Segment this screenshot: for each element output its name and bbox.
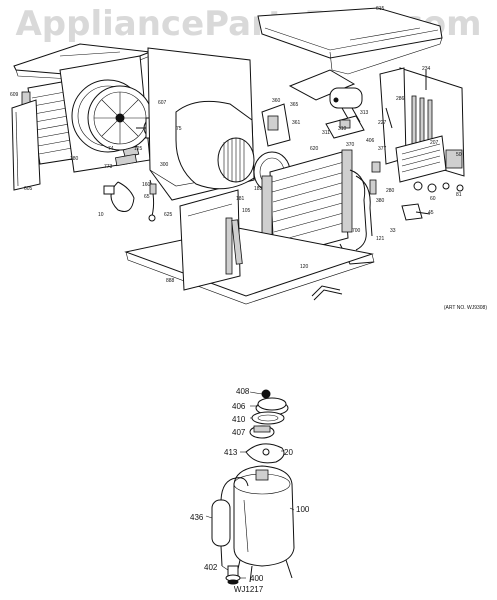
callout-310: 310 [338,126,347,132]
callout-234: 234 [422,66,431,72]
callout-33: 33 [390,228,396,234]
suction-accumulator[interactable] [211,477,249,567]
callout-10: 10 [98,212,104,218]
capacitor[interactable] [288,69,363,123]
callout-380: 380 [376,198,385,204]
callout-370: 370 [346,142,355,148]
callout-607: 607 [158,100,167,106]
callout-300: 300 [160,162,169,168]
callout-20: 20 [284,448,293,457]
compressor[interactable] [233,465,295,583]
callout-207: 207 [430,140,439,146]
base-rail[interactable] [311,285,343,301]
callout-413: 413 [224,448,238,457]
selector-switch[interactable] [395,135,463,183]
callout-100: 100 [296,505,310,514]
callout-406: 406 [232,402,246,411]
callout-377: 377 [378,146,387,152]
callout-615: 615 [376,6,385,12]
control-bracket[interactable] [261,103,291,147]
blower-housing[interactable] [175,100,255,190]
callout-361: 361 [292,120,301,126]
callout-365: 365 [290,102,299,108]
figure-code: WJ1217 [233,585,264,594]
callout-625: 625 [164,212,173,218]
callout-407: 407 [232,428,246,437]
terminal-clip[interactable] [245,443,285,464]
callout-65: 65 [144,194,150,200]
callout-280: 280 [386,188,395,194]
side-panel[interactable] [11,99,41,191]
callout-408: 408 [236,387,250,396]
callout-60: 60 [430,196,436,202]
callout-160: 160 [142,182,151,188]
terminal-cap-screw[interactable] [261,389,271,399]
evaporator-coil[interactable] [261,149,353,259]
callout-120: 120 [300,264,309,270]
callout-125: 125 [134,146,143,152]
switch-bracket[interactable] [325,115,365,139]
callout-360: 360 [272,98,281,104]
callout-180: 180 [70,156,79,162]
callout-121: 121 [376,236,385,242]
callout-74: 74 [108,146,114,152]
relay-switch[interactable] [114,153,138,167]
top-cover-panel[interactable] [257,7,443,75]
callout-313: 313 [360,110,369,116]
mounting-grommet[interactable] [225,565,241,585]
terminal-gasket[interactable] [251,411,285,425]
callout-436: 436 [190,513,204,522]
callout-410: 410 [232,415,246,424]
callout-888: 888 [166,278,175,284]
overload-protector[interactable] [249,425,275,439]
callout-400: 400 [250,574,264,583]
callout-81: 81 [456,192,462,198]
callout-773: 773 [104,164,113,170]
callout-105: 105 [242,208,251,214]
divider-panel[interactable] [179,189,241,291]
callout-700: 700 [352,228,361,234]
power-cord[interactable] [103,181,135,212]
callout-50: 50 [456,152,462,158]
callout-311: 311 [322,130,330,136]
callout-181: 181 [236,196,245,202]
thermostat-bulb[interactable] [231,219,243,265]
condenser-fan-blade[interactable] [87,85,153,151]
callout-183: 183 [254,186,263,192]
callout-227: 227 [378,120,387,126]
knob-hardware[interactable] [369,161,464,221]
callout-45: 45 [428,210,434,216]
callout-620: 620 [310,146,319,152]
terminal-cover[interactable] [255,397,289,416]
callout-402: 402 [204,563,218,572]
callout-406-top: 406 [366,138,375,144]
callout-609: 609 [10,92,19,98]
callout-286: 286 [396,96,405,102]
callout-75: 75 [176,126,182,132]
art-number: (ART NO. WJ9308) [443,305,487,311]
wire-harness[interactable] [148,179,157,222]
callout-605: 605 [24,186,33,192]
